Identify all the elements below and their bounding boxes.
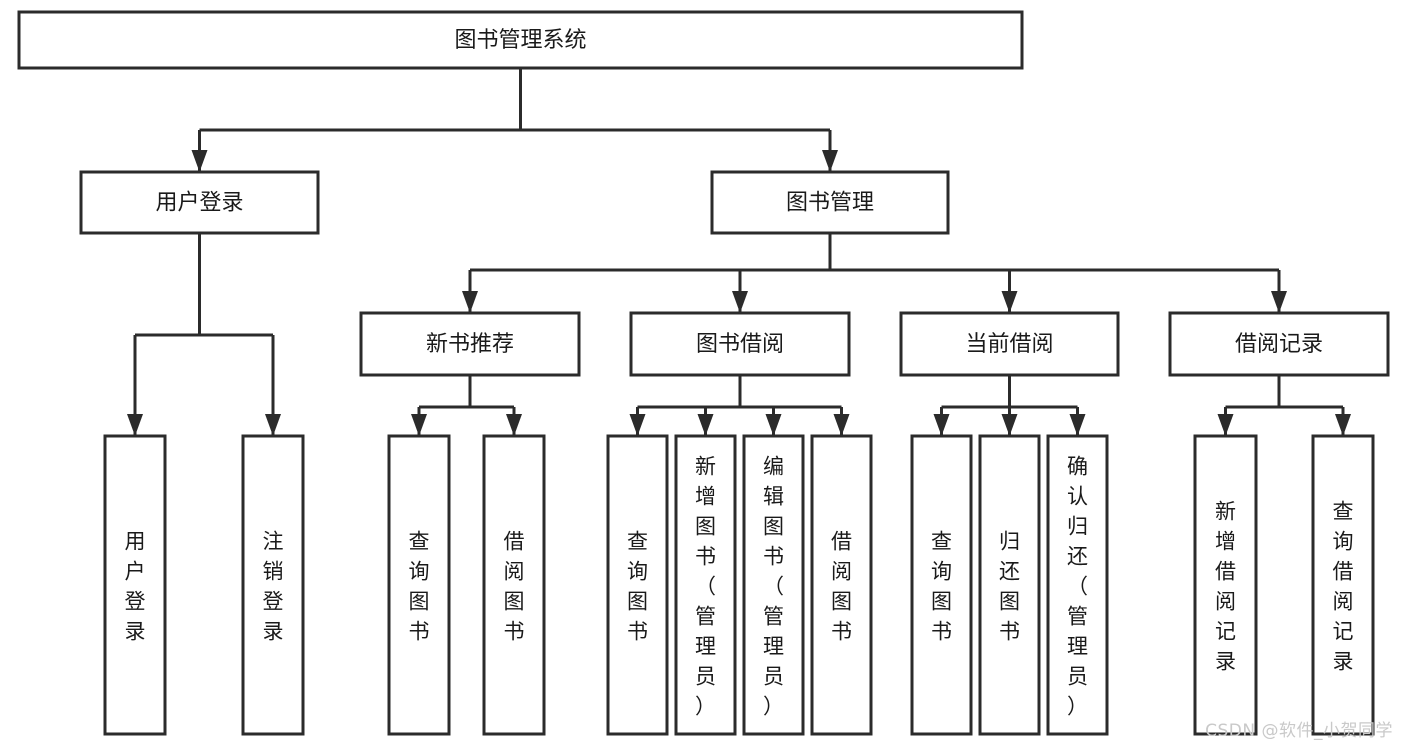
node-label-current-confirm-return: 确认归还（管理员）: [1067, 454, 1088, 718]
arrow-head-icon: [1001, 414, 1018, 436]
node-record-query[interactable]: 查询借阅记录: [1311, 434, 1375, 736]
arrow-head-icon: [629, 414, 646, 436]
arrow-head-icon: [822, 150, 838, 172]
node-box-recommend-query-book[interactable]: [387, 434, 451, 736]
node-current-return-book[interactable]: 归还图书: [978, 434, 1041, 736]
arrow-head-icon: [1001, 291, 1018, 313]
node-label-book-manage: 图书管理: [786, 191, 874, 216]
node-label-recommend-query-book: 查询图书: [409, 529, 430, 643]
arrow-head-icon: [127, 414, 143, 436]
arrow-head-icon: [462, 291, 478, 313]
node-box-current-return-book[interactable]: [978, 434, 1041, 736]
node-new-book-recommend[interactable]: 新书推荐: [359, 311, 581, 377]
node-label-book-borrow: 图书借阅: [696, 332, 784, 357]
node-label-new-book-recommend: 新书推荐: [426, 332, 514, 357]
node-box-borrow-query-book[interactable]: [606, 434, 669, 736]
node-box-current-query-book[interactable]: [910, 434, 973, 736]
node-recommend-query-book[interactable]: 查询图书: [387, 434, 451, 736]
node-box-current-borrow[interactable]: [899, 311, 1120, 377]
node-label-user-logout: 注销登录: [263, 529, 284, 643]
arrow-head-icon: [732, 291, 748, 313]
node-box-record-add[interactable]: [1193, 434, 1258, 736]
watermark-text: CSDN @软件_小贺同学: [1205, 721, 1393, 741]
node-borrow-query-book[interactable]: 查询图书: [606, 434, 669, 736]
node-box-borrow-record[interactable]: [1168, 311, 1390, 377]
node-user-login-do[interactable]: 用户登录: [103, 434, 167, 736]
node-box-borrow-add-book[interactable]: [674, 434, 737, 736]
node-label-user-login-do: 用户登录: [125, 529, 146, 643]
node-borrow-borrow-book[interactable]: 借阅图书: [810, 434, 873, 736]
node-label-borrow-add-book: 新增图书（管理员）: [695, 454, 716, 718]
node-label-current-borrow: 当前借阅: [965, 332, 1053, 357]
node-user-logout[interactable]: 注销登录: [241, 434, 305, 736]
node-label-borrow-query-book: 查询图书: [627, 529, 648, 643]
node-box-borrow-borrow-book[interactable]: [810, 434, 873, 736]
node-label-record-add: 新增借阅记录: [1215, 499, 1236, 673]
arrow-head-icon: [697, 414, 714, 436]
node-root[interactable]: 图书管理系统: [17, 10, 1024, 70]
node-box-user-login-do[interactable]: [103, 434, 167, 736]
node-label-borrow-record: 借阅记录: [1235, 332, 1323, 357]
node-box-user-login[interactable]: [79, 170, 320, 235]
node-current-query-book[interactable]: 查询图书: [910, 434, 973, 736]
node-borrow-record[interactable]: 借阅记录: [1168, 311, 1390, 377]
arrow-head-icon: [506, 414, 522, 436]
node-label-borrow-edit-book: 编辑图书（管理员）: [763, 454, 784, 718]
node-box-new-book-recommend[interactable]: [359, 311, 581, 377]
node-label-user-login: 用户登录: [155, 191, 243, 216]
node-layer: 图书管理系统用户登录用户登录注销登录图书管理新书推荐查询图书借阅图书图书借阅查询…: [17, 10, 1390, 736]
node-recommend-borrow-book[interactable]: 借阅图书: [482, 434, 546, 736]
node-box-book-borrow[interactable]: [629, 311, 851, 377]
node-label-root: 图书管理系统: [454, 28, 586, 53]
node-box-record-query[interactable]: [1311, 434, 1375, 736]
node-current-confirm-return[interactable]: 确认归还（管理员）: [1046, 434, 1109, 736]
arrow-head-icon: [833, 414, 850, 436]
node-borrow-add-book[interactable]: 新增图书（管理员）: [674, 434, 737, 736]
arrow-head-icon: [933, 414, 950, 436]
node-user-login[interactable]: 用户登录: [79, 170, 320, 235]
node-label-record-query: 查询借阅记录: [1333, 499, 1354, 673]
node-box-root[interactable]: [17, 10, 1024, 70]
arrow-head-icon: [1335, 414, 1351, 436]
arrow-head-icon: [1069, 414, 1086, 436]
node-record-add[interactable]: 新增借阅记录: [1193, 434, 1258, 736]
arrow-head-icon: [191, 150, 208, 172]
node-box-book-manage[interactable]: [710, 170, 950, 235]
node-book-borrow[interactable]: 图书借阅: [629, 311, 851, 377]
connector-layer: [127, 68, 1351, 436]
node-label-current-query-book: 查询图书: [931, 529, 952, 643]
node-label-borrow-borrow-book: 借阅图书: [831, 529, 852, 643]
node-book-manage[interactable]: 图书管理: [710, 170, 950, 235]
arrow-head-icon: [765, 414, 782, 436]
node-box-borrow-edit-book[interactable]: [742, 434, 805, 736]
node-label-recommend-borrow-book: 借阅图书: [504, 529, 525, 643]
node-box-current-confirm-return[interactable]: [1046, 434, 1109, 736]
arrow-head-icon: [411, 414, 427, 436]
node-box-user-logout[interactable]: [241, 434, 305, 736]
arrow-head-icon: [1271, 291, 1287, 313]
arrow-head-icon: [1217, 414, 1234, 436]
node-current-borrow[interactable]: 当前借阅: [899, 311, 1120, 377]
node-box-recommend-borrow-book[interactable]: [482, 434, 546, 736]
node-label-current-return-book: 归还图书: [999, 529, 1020, 643]
node-borrow-edit-book[interactable]: 编辑图书（管理员）: [742, 434, 805, 736]
arrow-head-icon: [265, 414, 281, 436]
